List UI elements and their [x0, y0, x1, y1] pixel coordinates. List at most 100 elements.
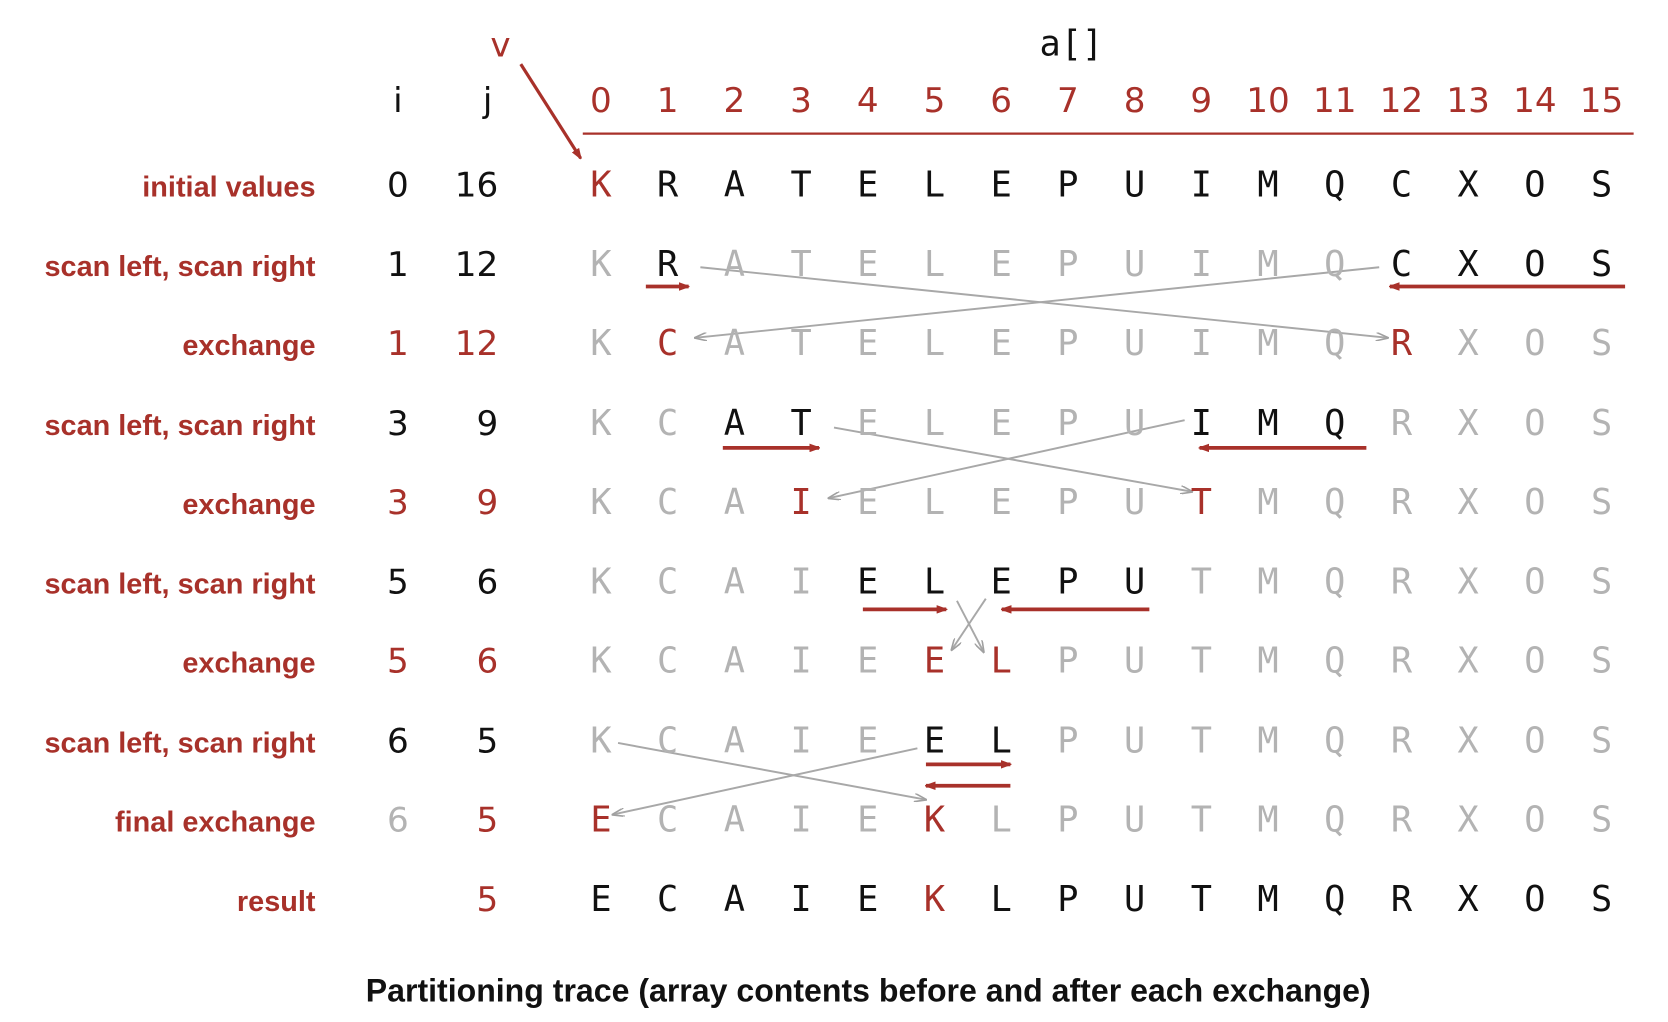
array-cell: K	[590, 244, 612, 285]
array-cell: L	[991, 800, 1012, 841]
array-cell: E	[991, 403, 1012, 444]
v-label: v	[490, 26, 510, 66]
array-cell: M	[1257, 721, 1278, 762]
index-label: 7	[1057, 81, 1079, 121]
array-cell: S	[1591, 323, 1612, 364]
array-cell: O	[1524, 640, 1545, 681]
j-value: 5	[477, 722, 499, 762]
array-cell: C	[657, 800, 678, 841]
array-cell: Q	[1324, 561, 1345, 602]
array-cell: E	[590, 800, 611, 841]
array-cell: U	[1124, 879, 1145, 920]
array-cell: X	[1458, 482, 1479, 523]
index-label: 0	[590, 81, 612, 121]
array-cell: T	[1191, 482, 1212, 523]
array-cell: U	[1124, 482, 1145, 523]
array-cell: S	[1591, 244, 1612, 285]
array-cell: M	[1257, 165, 1278, 206]
array-cell: C	[657, 482, 678, 523]
index-label: 6	[990, 81, 1012, 121]
array-cell: M	[1257, 561, 1278, 602]
array-cell: A	[724, 561, 745, 602]
row-label: final exchange	[115, 807, 315, 839]
array-cell: Q	[1324, 165, 1345, 206]
array-cell: U	[1124, 640, 1145, 681]
array-cell: K	[590, 640, 612, 681]
array-cell: P	[1057, 165, 1078, 206]
array-cell: C	[657, 721, 678, 762]
array-cell: E	[590, 879, 611, 920]
array-cell: Q	[1324, 879, 1345, 920]
array-cell: E	[857, 800, 878, 841]
j-value: 5	[477, 801, 499, 841]
exchange-arrow	[829, 419, 1185, 498]
array-cell: E	[857, 561, 878, 602]
row-label: exchange	[182, 489, 315, 521]
array-cell: A	[724, 721, 745, 762]
array-cell: E	[924, 640, 945, 681]
array-cell: I	[790, 640, 811, 681]
array-cell: X	[1458, 640, 1479, 681]
array-cell: R	[657, 165, 679, 206]
i-value: 5	[387, 562, 409, 602]
j-value: 12	[455, 245, 499, 285]
j-value: 5	[477, 880, 499, 920]
exchange-arrow	[613, 747, 918, 814]
row-label: scan left, scan right	[44, 410, 315, 442]
i-value: 1	[387, 324, 409, 364]
array-cell: K	[924, 879, 946, 920]
array-cell: I	[790, 721, 811, 762]
array-cell: R	[1391, 800, 1413, 841]
array-cell: L	[991, 879, 1012, 920]
array-cell: P	[1057, 800, 1078, 841]
array-cell: E	[924, 721, 945, 762]
array-cell: R	[1391, 879, 1413, 920]
array-cell: E	[857, 165, 878, 206]
index-label: 12	[1380, 81, 1424, 121]
array-cell: I	[1191, 323, 1212, 364]
array-cell: R	[1391, 721, 1413, 762]
array-cell: Q	[1324, 640, 1345, 681]
array-cell: E	[857, 323, 878, 364]
array-cell: K	[590, 323, 612, 364]
j-header: j	[482, 81, 493, 121]
array-cell: E	[991, 482, 1012, 523]
array-cell: L	[924, 403, 945, 444]
array-cell: U	[1124, 561, 1145, 602]
array-cell: M	[1257, 800, 1278, 841]
array-cell: E	[991, 323, 1012, 364]
array-cell: P	[1057, 879, 1078, 920]
i-value: 3	[387, 483, 409, 523]
array-cell: K	[590, 561, 612, 602]
i-value: 0	[387, 166, 409, 206]
array-cell: L	[924, 482, 945, 523]
array-cell: T	[1191, 800, 1212, 841]
array-cell: A	[724, 879, 745, 920]
array-cell: Q	[1324, 800, 1345, 841]
array-cell: O	[1524, 561, 1545, 602]
array-cell: I	[1191, 244, 1212, 285]
array-cell: L	[924, 244, 945, 285]
array-cell: E	[991, 561, 1012, 602]
index-label: 9	[1190, 81, 1212, 121]
array-cell: U	[1124, 800, 1145, 841]
array-cell: E	[857, 640, 878, 681]
array-cell: U	[1124, 323, 1145, 364]
array-cell: Q	[1324, 721, 1345, 762]
array-cell: R	[1391, 561, 1413, 602]
array-cell: Q	[1324, 482, 1345, 523]
array-cell: X	[1458, 403, 1479, 444]
i-value: 1	[387, 245, 409, 285]
array-cell: T	[790, 403, 811, 444]
array-cell: I	[790, 879, 811, 920]
i-header: i	[393, 81, 403, 121]
array-cell: R	[1391, 403, 1413, 444]
array-cell: E	[857, 403, 878, 444]
array-cell: M	[1257, 482, 1278, 523]
array-cell: C	[1391, 244, 1412, 285]
